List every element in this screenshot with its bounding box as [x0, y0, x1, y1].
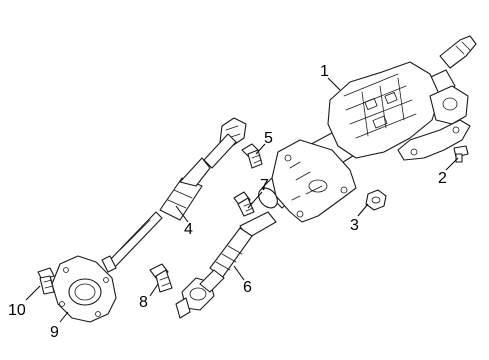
intermediate-shaft	[101, 117, 247, 273]
callout-1: 1	[320, 63, 329, 80]
leader-1	[327, 77, 341, 91]
callout-3: 3	[350, 217, 359, 234]
callout-6: 6	[243, 279, 252, 296]
callout-5: 5	[264, 130, 273, 147]
bolt-10	[37, 267, 55, 295]
bolt-7	[233, 191, 255, 217]
lower-intermediate-shaft	[175, 211, 277, 319]
leader-5	[255, 143, 266, 155]
bolt-right	[453, 145, 469, 163]
callout-7: 7	[260, 177, 269, 194]
callout-10: 10	[8, 302, 26, 319]
leader-10	[25, 285, 41, 301]
leader-4	[175, 205, 189, 223]
callout-labels: 1 2 3 4 5 6 7 8 9 10	[8, 63, 447, 341]
leader-2	[445, 157, 459, 171]
callout-2: 2	[438, 170, 447, 187]
leader-8	[149, 283, 159, 297]
callout-9: 9	[50, 324, 59, 341]
leader-6	[233, 265, 245, 281]
mounting-plate	[51, 255, 117, 323]
callout-4: 4	[184, 221, 193, 238]
hex-nut	[365, 189, 387, 211]
bolt-8	[149, 263, 173, 293]
steering-column-assembly	[258, 35, 477, 223]
leader-7	[247, 191, 263, 209]
bolt-5	[241, 143, 263, 169]
callout-8: 8	[139, 294, 148, 311]
leader-9	[59, 311, 69, 323]
leader-lines	[25, 77, 459, 323]
leader-3	[357, 203, 369, 217]
